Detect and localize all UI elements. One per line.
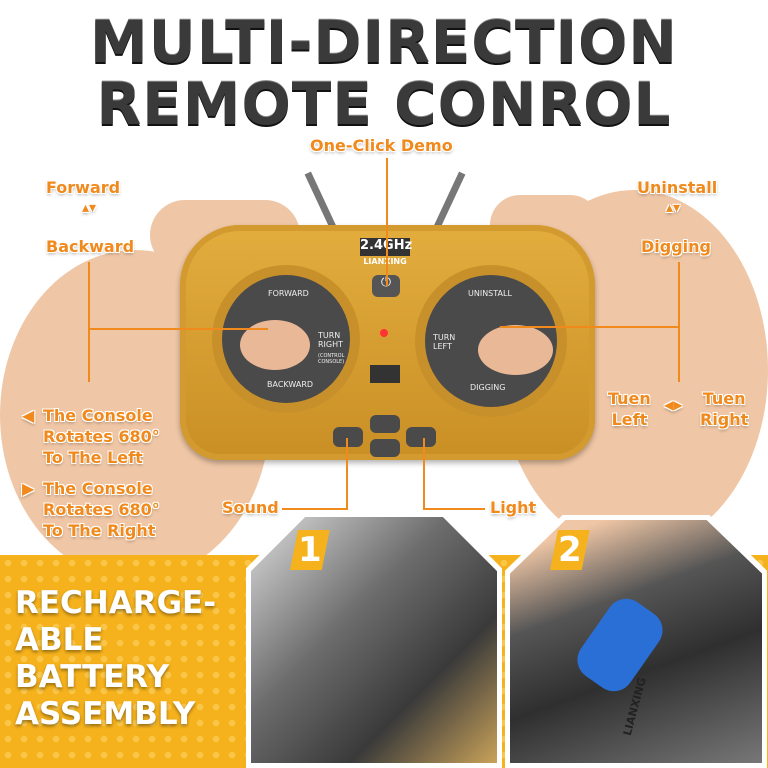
callout-line xyxy=(346,438,348,510)
joystick-sublabel: (CONTROL CONSOLE) xyxy=(318,353,345,365)
callout-line xyxy=(88,328,268,330)
joystick-label: BACKWARD xyxy=(267,380,314,389)
callout-light: Light xyxy=(490,498,537,517)
callout-line xyxy=(88,262,90,382)
up-down-arrow-icon: ▴▾ xyxy=(82,200,97,216)
down-button[interactable] xyxy=(370,439,400,457)
title-line-1: MULTI-DIRECTION xyxy=(90,8,678,76)
triangle-right-icon: ▶ xyxy=(22,479,35,498)
step-2-photo: LIANXING xyxy=(505,515,767,768)
brand-label: LIANXING xyxy=(363,257,407,266)
joystick-label: TURN RIGHT xyxy=(318,331,344,349)
frequency-label: 2.4GHz xyxy=(360,238,412,256)
up-button[interactable] xyxy=(370,415,400,433)
callout-demo: One-Click Demo xyxy=(310,136,453,155)
joystick-label: TURN LEFT xyxy=(433,333,456,351)
callout-line xyxy=(500,326,678,328)
callout-sound: Sound xyxy=(222,498,279,517)
triangle-left-icon: ◀ xyxy=(22,406,35,425)
joystick-label: FORWARD xyxy=(268,289,309,298)
title-line-2: REMOTE CONROL xyxy=(96,70,672,138)
right-thumb xyxy=(478,325,553,375)
callout-forward: Forward xyxy=(46,178,121,197)
callout-digging: Digging xyxy=(641,237,711,256)
power-switch[interactable] xyxy=(370,365,400,383)
joystick-label: UNINSTALL xyxy=(468,289,512,298)
step-2-badge: 2 xyxy=(550,530,590,570)
callout-uninstall: Uninstall xyxy=(637,178,718,197)
power-led xyxy=(380,329,388,337)
demo-button[interactable]: ⏻ xyxy=(372,275,400,297)
callout-line xyxy=(678,262,680,382)
callout-line xyxy=(386,158,388,286)
callout-backward: Backward xyxy=(46,237,135,256)
step-1-photo xyxy=(246,512,502,768)
sound-button[interactable] xyxy=(333,427,363,447)
left-right-arrow-icon: ◀▶ xyxy=(664,398,683,412)
callout-line xyxy=(282,508,348,510)
light-button[interactable] xyxy=(406,427,436,447)
up-down-arrow-icon: ▴▾ xyxy=(666,200,681,216)
joystick-label: DIGGING xyxy=(470,383,506,392)
callout-line xyxy=(423,438,425,510)
callout-line xyxy=(423,508,485,510)
